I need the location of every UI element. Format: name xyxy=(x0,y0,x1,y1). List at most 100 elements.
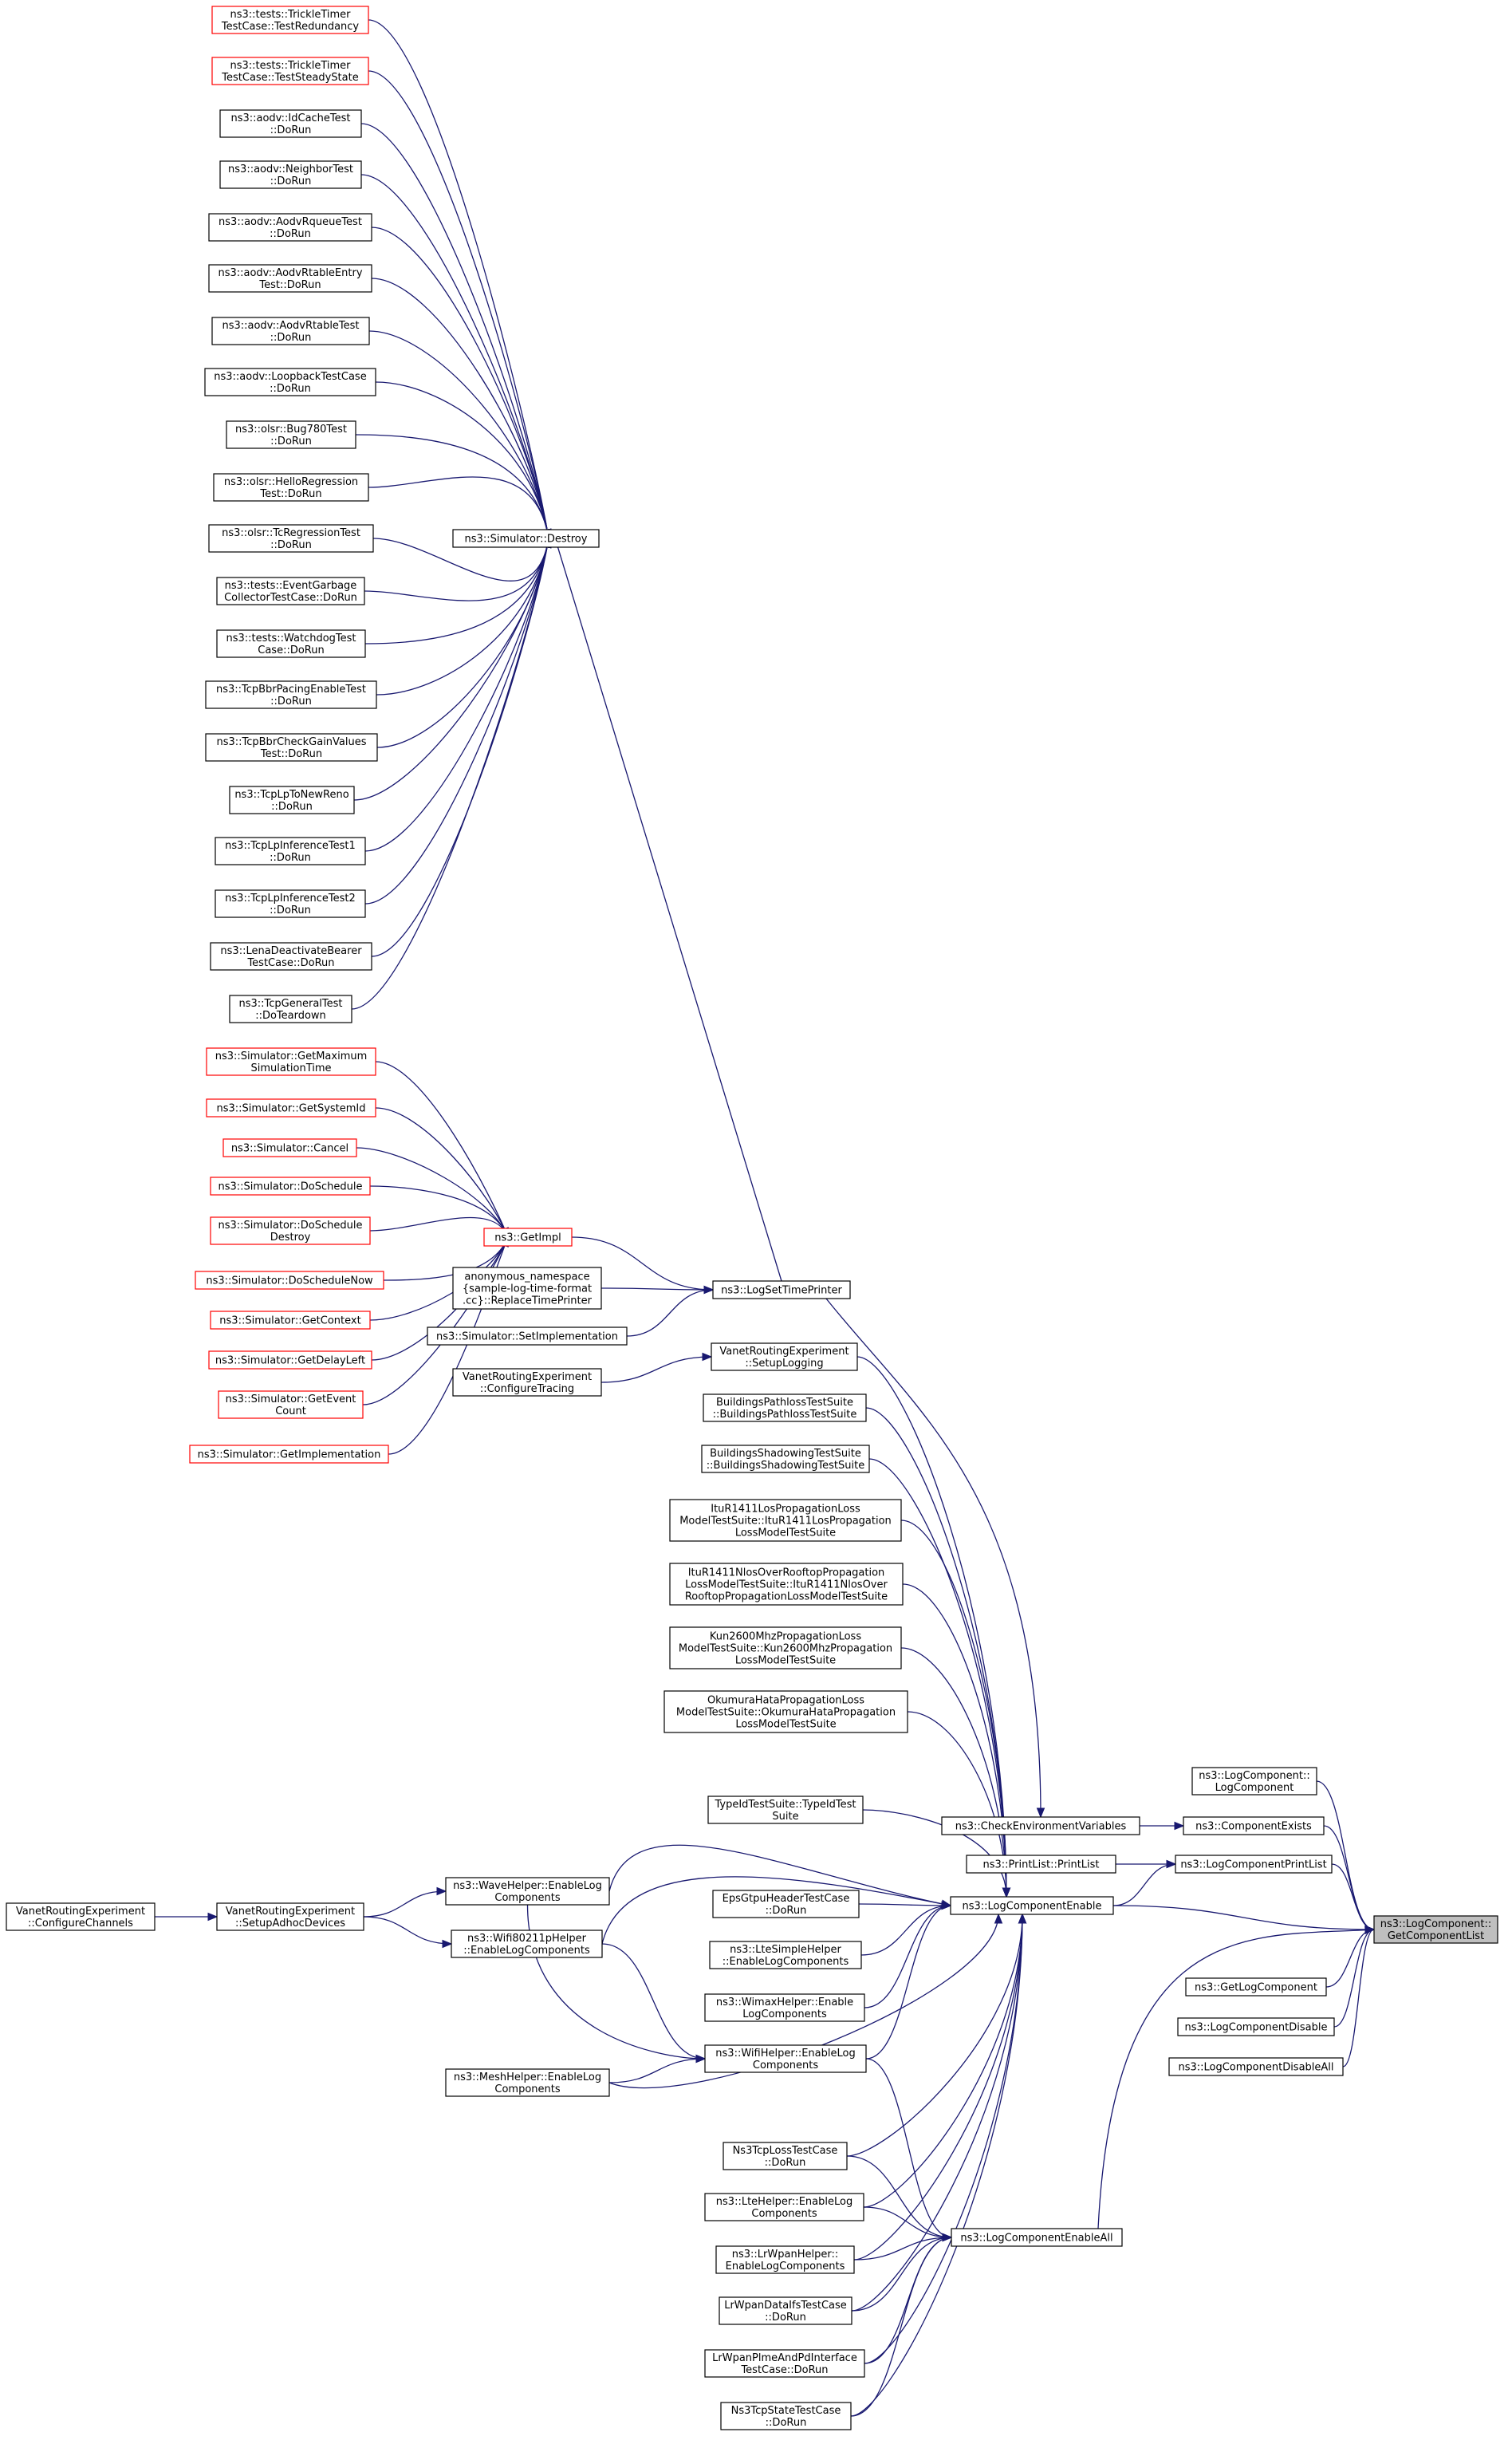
node-sim-dosched[interactable]: ns3::Simulator::DoSchedule xyxy=(210,1177,371,1196)
node-target[interactable]: ns3::LogComponent::GetComponentList xyxy=(1373,1915,1498,1944)
edge-aodv-rqueue-to-destroy xyxy=(371,227,549,539)
node-sim-getsysid[interactable]: ns3::Simulator::GetSystemId xyxy=(206,1098,376,1118)
node-sim-setimpl[interactable]: ns3::Simulator::SetImplementation xyxy=(427,1326,628,1346)
node-lte-simple[interactable]: ns3::LteSimpleHelper::EnableLogComponent… xyxy=(709,1941,862,1969)
node-wave-helper[interactable]: ns3::WaveHelper::EnableLogComponents xyxy=(445,1877,610,1906)
node-label: ns3::GetImpl xyxy=(494,1232,561,1244)
node-label: TestCase::DoRun xyxy=(246,957,334,969)
node-ns3tcp-state[interactable]: Ns3TcpStateTestCase::DoRun xyxy=(720,2402,852,2430)
node-box xyxy=(222,1138,357,1157)
node-tcp-general[interactable]: ns3::TcpGeneralTest::DoTeardown xyxy=(229,995,352,1023)
node-wimax-helper[interactable]: ns3::WimaxHelper::EnableLogComponents xyxy=(704,1993,865,2022)
node-sim-cancel[interactable]: ns3::Simulator::Cancel xyxy=(222,1138,357,1157)
node-label: ns3::tests::TrickleTimer xyxy=(230,60,352,72)
edge-wimax-helper-to-lce xyxy=(864,1905,951,2008)
node-lrwpan-helper[interactable]: ns3::LrWpanHelper::EnableLogComponents xyxy=(715,2245,855,2274)
node-eps-gtpu[interactable]: EpsGtpuHeaderTestCase::DoRun xyxy=(712,1890,860,1918)
node-itu-nlos[interactable]: ItuR1411NlosOverRooftopPropagationLossMo… xyxy=(669,1563,904,1606)
node-aodv-loopback[interactable]: ns3::aodv::LoopbackTestCase::DoRun xyxy=(204,368,376,396)
node-label: ::EnableLogComponents xyxy=(723,1956,849,1968)
node-box xyxy=(215,837,366,865)
node-box xyxy=(205,680,377,709)
node-bsh-suite[interactable]: BuildingsShadowingTestSuite::BuildingsSh… xyxy=(701,1445,870,1473)
node-olsr-tc[interactable]: ns3::olsr::TcRegressionTest::DoRun xyxy=(208,524,374,553)
node-vre-configtracing[interactable]: VanetRoutingExperiment::ConfigureTracing xyxy=(452,1368,602,1397)
node-box xyxy=(663,1690,908,1733)
node-sim-doschednow[interactable]: ns3::Simulator::DoScheduleNow xyxy=(195,1271,384,1290)
edge-lcea-to-target xyxy=(1097,1929,1375,2229)
node-ns3tcp-loss[interactable]: Ns3TcpLossTestCase::DoRun xyxy=(723,2142,848,2170)
node-t-eventgc[interactable]: ns3::tests::EventGarbageCollectorTestCas… xyxy=(216,577,365,605)
node-label: ns3::tests::TrickleTimer xyxy=(230,9,352,21)
node-t-redundancy[interactable]: ns3::tests::TrickleTimerTestCase::TestRe… xyxy=(211,6,369,34)
node-vre-setuplog[interactable]: VanetRoutingExperiment::SetupLogging xyxy=(711,1342,858,1371)
node-getimpl[interactable]: ns3::GetImpl xyxy=(483,1228,573,1247)
node-aodv-rtable[interactable]: ns3::aodv::AodvRtableTest::DoRun xyxy=(211,317,370,345)
node-tcplp-inf1[interactable]: ns3::TcpLpInferenceTest1::DoRun xyxy=(215,837,366,865)
node-aodv-idcache[interactable]: ns3::aodv::IdCacheTest::DoRun xyxy=(219,109,362,138)
node-lte-helper[interactable]: ns3::LteHelper::EnableLogComponents xyxy=(704,2193,864,2221)
node-lcea[interactable]: ns3::LogComponentEnableAll xyxy=(951,2228,1123,2247)
node-tcplp-newreno[interactable]: ns3::TcpLpToNewReno::DoRun xyxy=(229,786,355,814)
node-lcda[interactable]: ns3::LogComponentDisableAll xyxy=(1168,2057,1344,2076)
node-label: Components xyxy=(494,1892,560,1904)
node-tcpbbr-pacing[interactable]: ns3::TcpBbrPacingEnableTest::DoRun xyxy=(205,680,377,709)
node-set-time-printer[interactable]: ns3::LogSetTimePrinter xyxy=(712,1280,851,1299)
edge-tcplp-inf1-to-destroy xyxy=(364,538,549,852)
node-olsr-bug780[interactable]: ns3::olsr::Bug780Test::DoRun xyxy=(226,420,356,449)
node-comp-exists[interactable]: ns3::ComponentExists xyxy=(1183,1816,1325,1835)
node-itu-los[interactable]: ItuR1411LosPropagationLossModelTestSuite… xyxy=(669,1499,902,1542)
node-label: ns3::Simulator::DoSchedule xyxy=(218,1220,362,1232)
node-label: ItuR1411LosPropagationLoss xyxy=(711,1504,860,1516)
node-box xyxy=(669,1499,902,1542)
node-lc-ctor[interactable]: ns3::LogComponent::LogComponent xyxy=(1191,1767,1317,1796)
node-box xyxy=(229,786,355,814)
node-aodv-neighbor[interactable]: ns3::aodv::NeighborTest::DoRun xyxy=(219,160,362,189)
edge-ns3tcp-loss-to-lcea xyxy=(846,2155,952,2238)
node-check-env[interactable]: ns3::CheckEnvironmentVariables xyxy=(941,1816,1140,1835)
node-vre-channels[interactable]: VanetRoutingExperiment::ConfigureChannel… xyxy=(6,1902,156,1931)
node-okumura[interactable]: OkumuraHataPropagationLossModelTestSuite… xyxy=(663,1690,908,1733)
node-t-steady[interactable]: ns3::tests::TrickleTimerTestCase::TestSt… xyxy=(211,57,369,85)
node-bpl-suite[interactable]: BuildingsPathlossTestSuite::BuildingsPat… xyxy=(703,1393,867,1422)
node-lrwpan-dataifs[interactable]: LrWpanDataIfsTestCase::DoRun xyxy=(719,2296,852,2325)
node-box xyxy=(229,995,352,1023)
node-destroy[interactable]: ns3::Simulator::Destroy xyxy=(452,529,600,548)
node-label: EpsGtpuHeaderTestCase xyxy=(723,1893,850,1905)
node-lce[interactable]: ns3::LogComponentEnable xyxy=(950,1896,1114,1915)
node-printlist[interactable]: ns3::PrintList::PrintList xyxy=(966,1855,1116,1874)
edge-set-time-printer-to-check-env xyxy=(825,1298,1041,1818)
node-label: ::DoRun xyxy=(270,436,312,447)
node-tcplp-inf2[interactable]: ns3::TcpLpInferenceTest2::DoRun xyxy=(215,889,366,918)
edge-sim-getmax-to-getimpl xyxy=(375,1061,509,1238)
node-vre-adhoc[interactable]: VanetRoutingExperiment::SetupAdhocDevice… xyxy=(216,1902,364,1931)
node-anon-replace[interactable]: anonymous_namespace{sample-log-time-form… xyxy=(452,1267,602,1310)
node-print-list-fn[interactable]: ns3::LogComponentPrintList xyxy=(1175,1855,1333,1874)
node-sim-getimpl[interactable]: ns3::Simulator::GetImplementation xyxy=(189,1445,389,1464)
node-sim-getctx[interactable]: ns3::Simulator::GetContext xyxy=(210,1311,371,1330)
node-get-lc[interactable]: ns3::GetLogComponent xyxy=(1185,1977,1327,1997)
node-aodv-rqueue[interactable]: ns3::aodv::AodvRqueueTest::DoRun xyxy=(208,213,372,242)
node-mesh-helper[interactable]: ns3::MeshHelper::EnableLogComponents xyxy=(445,2068,610,2097)
node-kun[interactable]: Kun2600MhzPropagationLossModelTestSuite:… xyxy=(669,1626,902,1669)
node-label: LrWpanPlmeAndPdInterface xyxy=(712,2352,857,2364)
node-box xyxy=(452,1267,602,1310)
node-lcd[interactable]: ns3::LogComponentDisable xyxy=(1177,2017,1335,2036)
node-label: ns3::Simulator::SetImplementation xyxy=(436,1331,618,1343)
node-sim-getdelay[interactable]: ns3::Simulator::GetDelayLeft xyxy=(208,1350,372,1370)
node-wifi80211p[interactable]: ns3::Wifi80211pHelper::EnableLogComponen… xyxy=(451,1930,603,1958)
node-label: ns3::Simulator::GetEvent xyxy=(226,1393,356,1405)
node-label: ns3::aodv::AodvRqueueTest xyxy=(219,216,362,228)
node-wifi-helper[interactable]: ns3::WifiHelper::EnableLogComponents xyxy=(704,2044,867,2073)
node-typeid-suite[interactable]: TypeIdTestSuite::TypeIdTestSuite xyxy=(707,1796,864,1824)
node-label: ::DoRun xyxy=(270,383,311,395)
